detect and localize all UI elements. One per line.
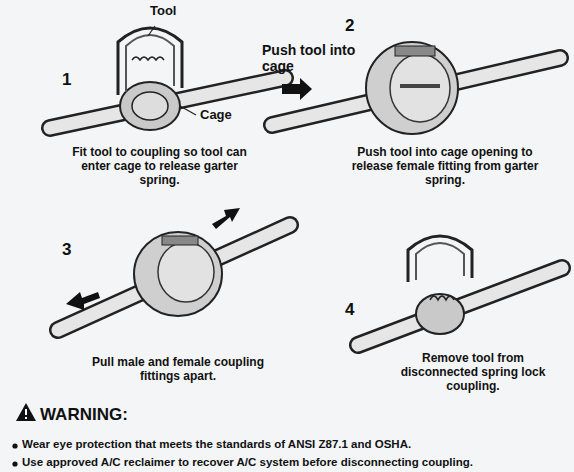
step-number: 3 — [62, 240, 71, 260]
step-number: 2 — [345, 16, 354, 36]
caption-text: Remove tool from disconnected spring loc… — [388, 352, 558, 393]
caption-text: Pull male and female coupling fittings a… — [88, 356, 268, 384]
step4-figure — [358, 236, 562, 345]
part-label: Tool — [150, 4, 176, 19]
part-label: Cage — [200, 108, 232, 123]
instruction-text: Push tool into cage — [262, 42, 362, 74]
step-number: 1 — [62, 70, 71, 90]
step1-figure — [50, 26, 285, 130]
caption-text: Fit tool to coupling so tool can enter c… — [72, 146, 247, 187]
step3-figure — [58, 208, 290, 330]
caption-text: Push tool into cage opening to release f… — [345, 146, 545, 187]
step-number: 4 — [345, 300, 354, 320]
warning-text: Wear eye protection that meets the stand… — [22, 438, 411, 451]
warning-text: Use approved A/C reclaimer to recover A/… — [22, 456, 473, 469]
warning-heading: WARNING: — [40, 405, 128, 425]
